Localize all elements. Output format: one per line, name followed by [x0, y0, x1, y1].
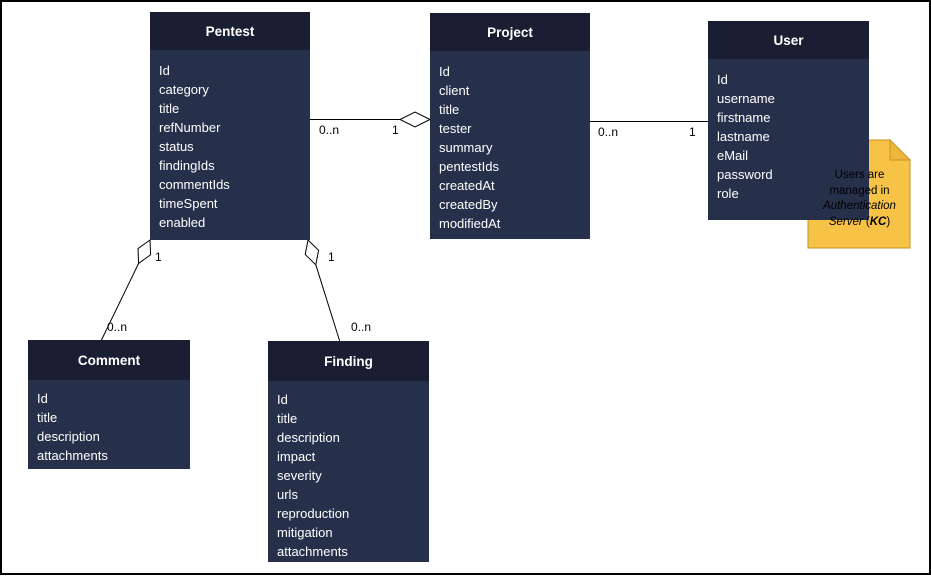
entity-attribute: Id: [717, 72, 728, 87]
entity-attribute: modifiedAt: [439, 216, 501, 231]
entity-attribute: description: [37, 429, 100, 444]
entity-user-attributes: Id username firstname lastname eMail password…: [708, 59, 869, 203]
entity-attribute: title: [37, 410, 58, 425]
entity-attribute: enabled: [159, 215, 206, 230]
multiplicity-pentest-comment-near-pentest: 1: [155, 250, 162, 264]
multiplicity-pentest-finding-near-pentest: 1: [328, 250, 335, 264]
multiplicity-pentest-comment-near-comment: 0..n: [107, 320, 128, 334]
entity-attribute: eMail: [717, 148, 749, 163]
note-text-regular-3: ): [886, 215, 891, 228]
note-users-managed[interactable]: Users are managed in Authentication Serv…: [812, 168, 907, 230]
entity-attribute: client: [439, 83, 470, 98]
multiplicity-pentest-finding-near-finding: 0..n: [351, 320, 372, 334]
entity-attribute: createdBy: [439, 197, 498, 212]
multiplicity-project-user-near-user: 1: [689, 125, 696, 139]
entity-attribute: tester: [439, 121, 472, 136]
entity-attribute: timeSpent: [159, 196, 218, 211]
entity-attribute: attachments: [37, 448, 108, 463]
entity-finding-title[interactable]: Finding: [268, 341, 429, 381]
entity-attribute: username: [717, 91, 775, 106]
entity-attribute: commentIds: [159, 177, 230, 192]
entity-attribute: Id: [37, 391, 48, 406]
entity-attribute: Id: [159, 63, 170, 78]
entity-attribute: urls: [277, 487, 298, 502]
entity-comment-attributes: Id title description attachments: [28, 380, 190, 465]
entity-attribute: findingIds: [159, 158, 215, 173]
entity-attribute: summary: [439, 140, 493, 155]
note-text-regular-2: (: [862, 215, 870, 228]
entity-attribute: description: [277, 430, 340, 445]
entity-attribute: Id: [277, 392, 288, 407]
entity-attribute: severity: [277, 468, 322, 483]
entity-pentest-title[interactable]: Pentest: [150, 12, 310, 50]
entity-attribute: password: [717, 167, 773, 182]
entity-attribute: role: [717, 186, 739, 201]
entity-project-attributes: Id client title tester summary pentestIds crea…: [430, 51, 590, 233]
entity-pentest[interactable]: Pentest Id category title refNumber status fi…: [150, 12, 310, 240]
entity-attribute: title: [277, 411, 298, 426]
entity-attribute: title: [159, 101, 180, 116]
entity-attribute: lastname: [717, 129, 770, 144]
entity-attribute: refNumber: [159, 120, 221, 135]
note-text-regular-1: Users are managed in: [829, 169, 890, 197]
entity-attribute: firstname: [717, 110, 771, 125]
entity-attribute: reproduction: [277, 506, 350, 521]
entity-project[interactable]: Project Id client title tester summary pentes…: [430, 13, 590, 239]
entity-pentest-attributes: Id category title refNumber status findingIds…: [150, 50, 310, 232]
entity-comment[interactable]: Comment Id title description attachments: [28, 340, 190, 469]
entity-comment-title[interactable]: Comment: [28, 340, 190, 380]
entity-attribute: attachments: [277, 544, 348, 559]
entity-attribute: createdAt: [439, 178, 495, 193]
entity-finding-attributes: Id title description impact severity urls repr…: [268, 381, 429, 561]
multiplicity-pentest-project-near-pentest: 0..n: [319, 123, 340, 137]
entity-attribute: category: [159, 82, 209, 97]
entity-attribute: Id: [439, 64, 450, 79]
entity-attribute: status: [159, 139, 194, 154]
entity-project-title[interactable]: Project: [430, 13, 590, 51]
entity-attribute: mitigation: [277, 525, 333, 540]
note-text-bold-italic: KC: [869, 215, 887, 228]
entity-attribute: impact: [277, 449, 316, 464]
entity-attribute: pentestIds: [439, 159, 499, 174]
multiplicity-pentest-project-near-project: 1: [392, 123, 399, 137]
entity-attribute: title: [439, 102, 460, 117]
entity-finding[interactable]: Finding Id title description impact severity…: [268, 341, 429, 562]
entity-user-title[interactable]: User: [708, 21, 869, 59]
multiplicity-project-user-near-project: 0..n: [598, 125, 619, 139]
